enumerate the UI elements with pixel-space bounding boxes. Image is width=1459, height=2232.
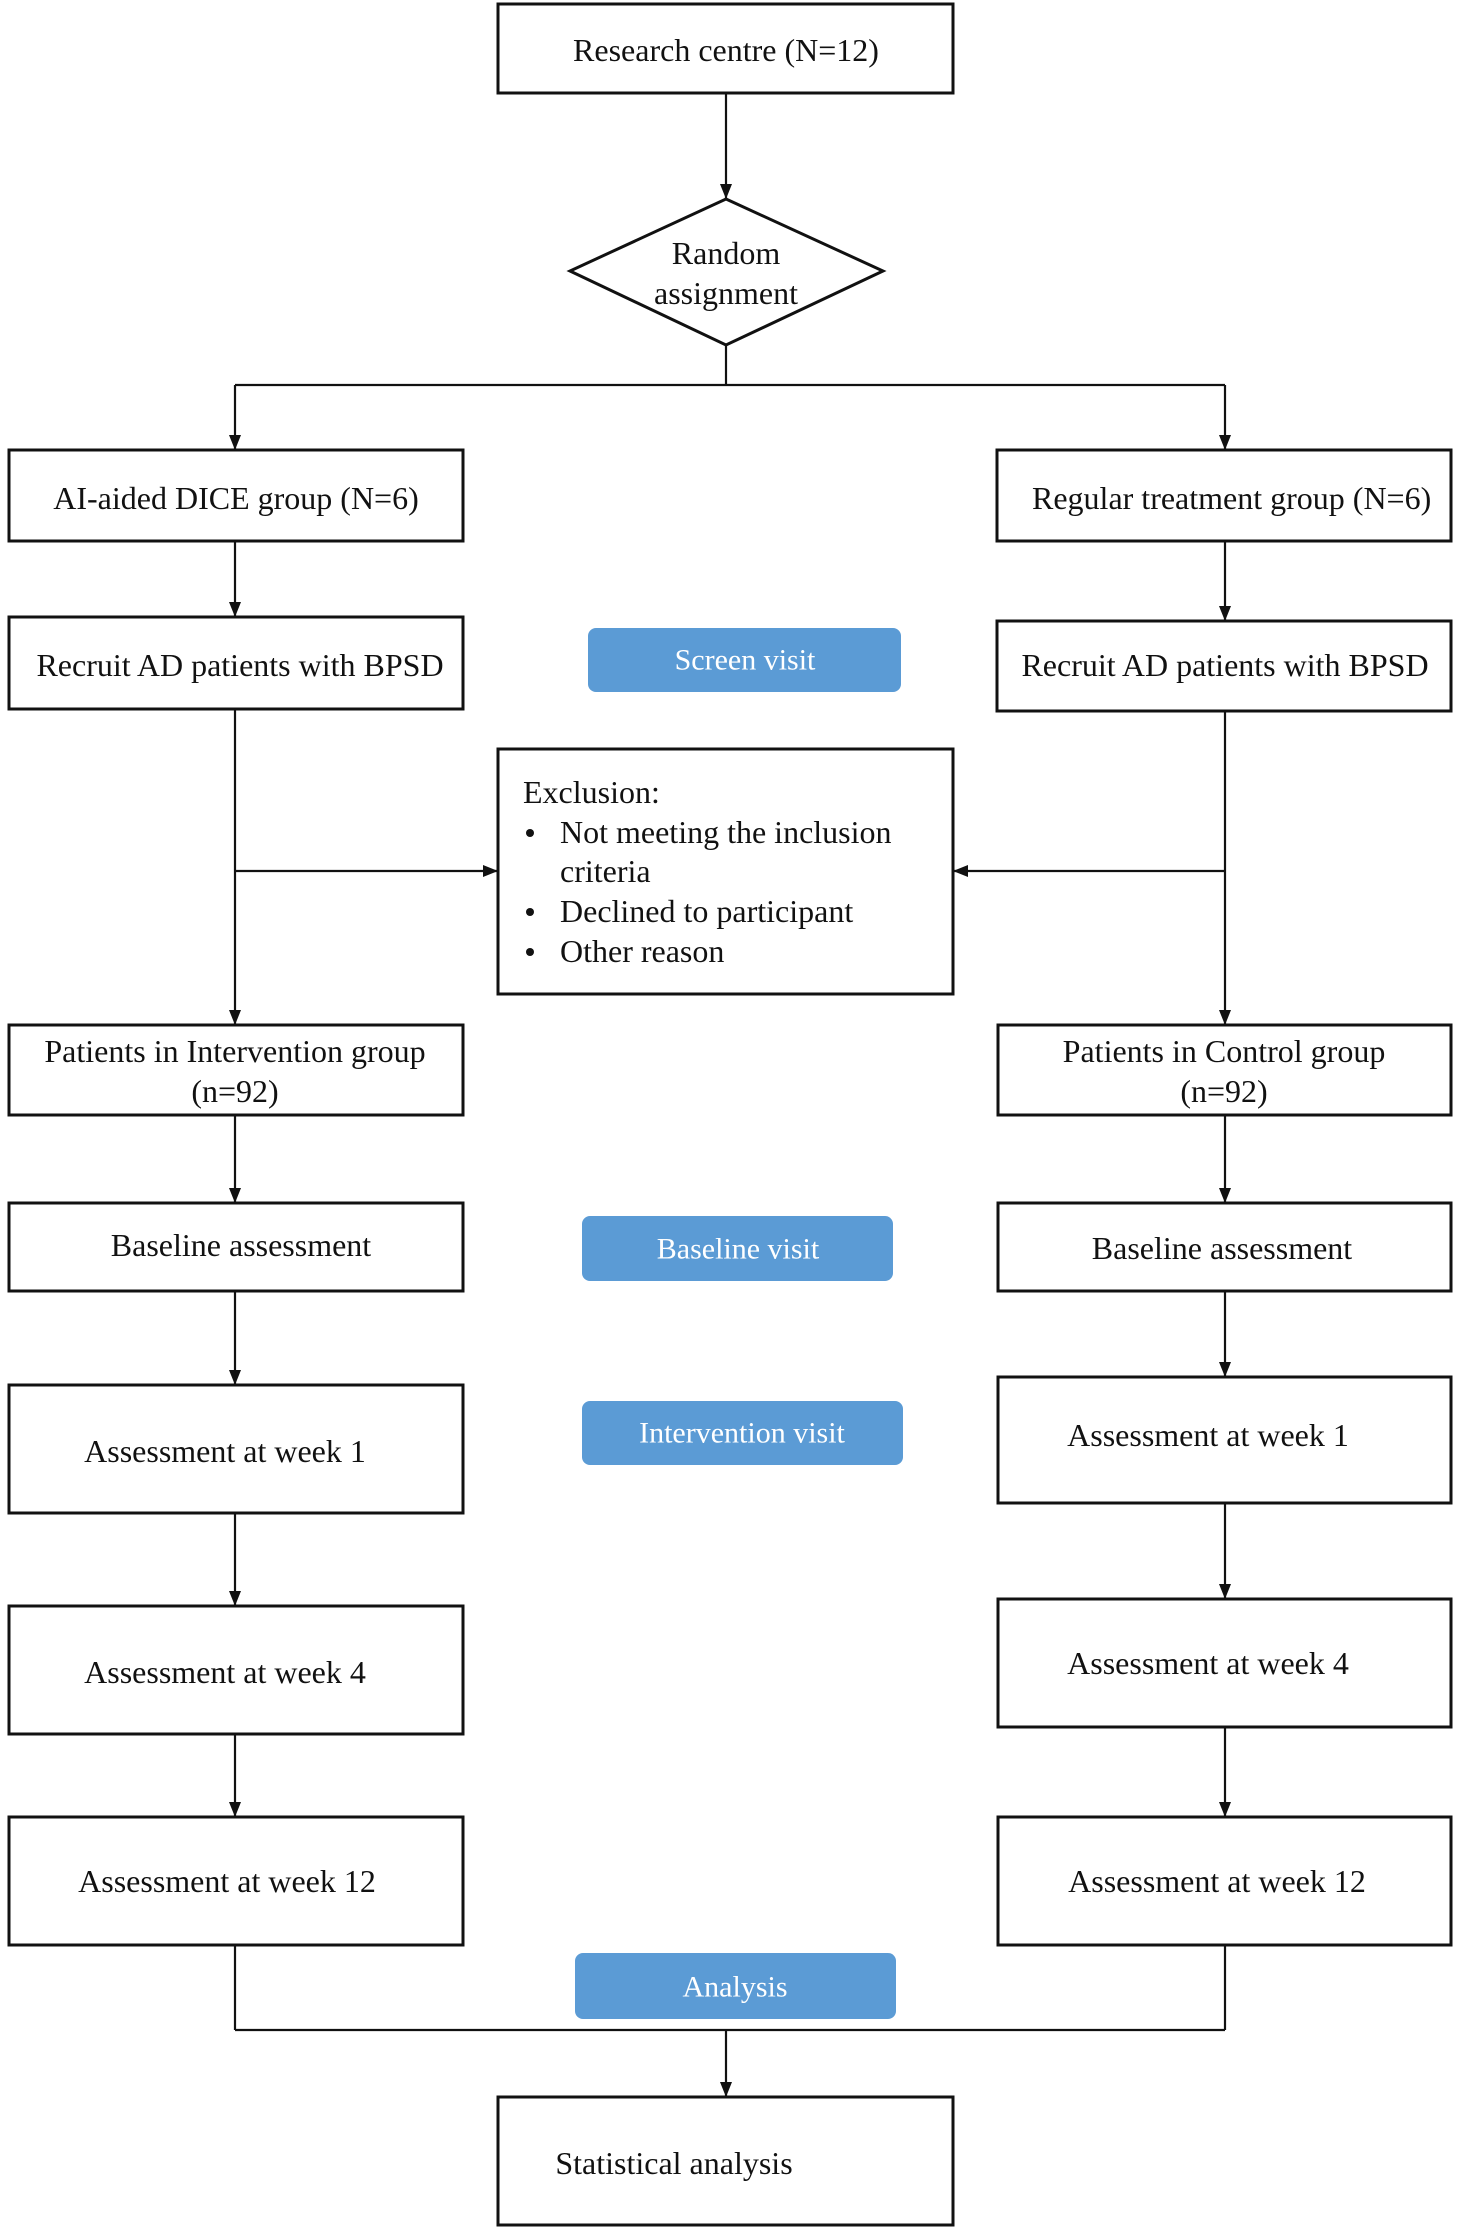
phase-intervention-visit: Intervention visit: [582, 1401, 903, 1465]
random-assignment-label-line2: assignment: [654, 275, 798, 311]
control-week1-box: [996, 1375, 1453, 1505]
connectors: [229, 93, 1231, 2097]
control-patients-label-line2: (n=92): [1180, 1073, 1267, 1109]
exclusion-bullet-1: [526, 829, 534, 837]
recruit-intervention-node: Recruit AD patients with BPSD: [7, 615, 465, 711]
control-week1-node: Assessment at week 1: [996, 1375, 1453, 1505]
phase-screen-visit-pill: [588, 628, 901, 692]
control-week1-label: Assessment at week 1: [1067, 1417, 1349, 1453]
control-patients-box: [996, 1023, 1453, 1117]
control-week12-node: Assessment at week 12: [996, 1815, 1453, 1947]
random-assignment-node: Random assignment: [566, 197, 887, 347]
exclusion-item-1-line2: criteria: [560, 853, 651, 889]
exclusion-bullet-3: [526, 948, 534, 956]
intervention-patients-box: [7, 1023, 465, 1117]
control-patients-label-line1: Patients in Control group: [1063, 1033, 1386, 1069]
phase-baseline-visit: Baseline visit: [582, 1216, 893, 1281]
ai-group-label: AI-aided DICE group (N=6): [53, 480, 419, 516]
exclusion-heading: Exclusion:: [523, 774, 660, 810]
control-week4-label: Assessment at week 4: [1067, 1645, 1349, 1681]
control-week4-box: [996, 1597, 1453, 1729]
phase-analysis-pill: [575, 1953, 896, 2019]
phase-analysis-label: Analysis: [683, 1971, 788, 2004]
research-centre-label: Research centre (N=12): [573, 32, 879, 68]
regular-group-label: Regular treatment group (N=6): [1032, 480, 1431, 516]
research-centre-node: Research centre (N=12): [496, 2, 955, 95]
exclusion-bullet-2: [526, 908, 534, 916]
exclusion-item-3: Other reason: [560, 933, 724, 969]
recruit-control-node: Recruit AD patients with BPSD: [995, 619, 1453, 713]
intervention-arm: AI-aided DICE group (N=6) Recruit AD pat…: [7, 448, 465, 1947]
phase-baseline-visit-pill: [582, 1216, 893, 1281]
intervention-patients-node: Patients in Intervention group (n=92): [7, 1023, 465, 1117]
phase-screen-visit: Screen visit: [588, 628, 901, 692]
intervention-week1-node: Assessment at week 1: [7, 1383, 465, 1515]
exclusion-box: [496, 747, 955, 996]
random-assignment-diamond: [566, 197, 887, 347]
intervention-baseline-box: [7, 1201, 465, 1293]
ai-group-node: AI-aided DICE group (N=6): [7, 448, 465, 543]
recruit-intervention-label: Recruit AD patients with BPSD: [36, 647, 443, 683]
control-patients-node: Patients in Control group (n=92): [996, 1023, 1453, 1117]
intervention-week1-label: Assessment at week 1: [84, 1433, 366, 1469]
intervention-baseline-label: Baseline assessment: [111, 1227, 372, 1263]
phase-baseline-visit-label: Baseline visit: [657, 1233, 820, 1266]
intervention-week4-box: [7, 1604, 465, 1736]
phase-screen-visit-label: Screen visit: [675, 644, 816, 677]
intervention-week4-label: Assessment at week 4: [84, 1654, 366, 1690]
control-baseline-box: [996, 1201, 1453, 1293]
recruit-control-label: Recruit AD patients with BPSD: [1021, 647, 1428, 683]
ai-group-box: [7, 448, 465, 543]
recruit-intervention-box: [7, 615, 465, 711]
control-baseline-node: Baseline assessment: [996, 1201, 1453, 1293]
intervention-week12-node: Assessment at week 12: [7, 1815, 465, 1947]
phase-intervention-visit-label: Intervention visit: [639, 1417, 845, 1450]
statistical-analysis-label: Statistical analysis: [555, 2145, 792, 2181]
regular-group-node: Regular treatment group (N=6): [995, 448, 1453, 543]
intervention-week12-label: Assessment at week 12: [78, 1863, 376, 1899]
exclusion-item-1-line1: Not meeting the inclusion: [560, 814, 892, 850]
control-week12-label: Assessment at week 12: [1068, 1863, 1366, 1899]
intervention-week12-box: [7, 1815, 465, 1947]
intervention-week1-box: [7, 1383, 465, 1515]
intervention-baseline-node: Baseline assessment: [7, 1201, 465, 1293]
statistical-analysis-box: [496, 2095, 955, 2227]
research-centre-box: [496, 2, 955, 95]
intervention-patients-label-line1: Patients in Intervention group: [44, 1033, 425, 1069]
phase-intervention-visit-pill: [582, 1401, 903, 1465]
control-week4-node: Assessment at week 4: [996, 1597, 1453, 1729]
recruit-control-box: [995, 619, 1453, 713]
intervention-patients-label-line2: (n=92): [191, 1073, 278, 1109]
random-assignment-label-line1: Random: [672, 235, 781, 271]
phase-analysis: Analysis: [575, 1953, 896, 2019]
statistical-analysis-node: Statistical analysis: [496, 2095, 955, 2227]
exclusion-node: Exclusion: Not meeting the inclusion cri…: [496, 747, 955, 996]
regular-group-box: [995, 448, 1453, 543]
exclusion-item-2: Declined to participant: [560, 893, 853, 929]
control-baseline-label: Baseline assessment: [1092, 1230, 1353, 1266]
control-arm: Regular treatment group (N=6) Recruit AD…: [995, 448, 1453, 1947]
intervention-week4-node: Assessment at week 4: [7, 1604, 465, 1736]
control-week12-box: [996, 1815, 1453, 1947]
